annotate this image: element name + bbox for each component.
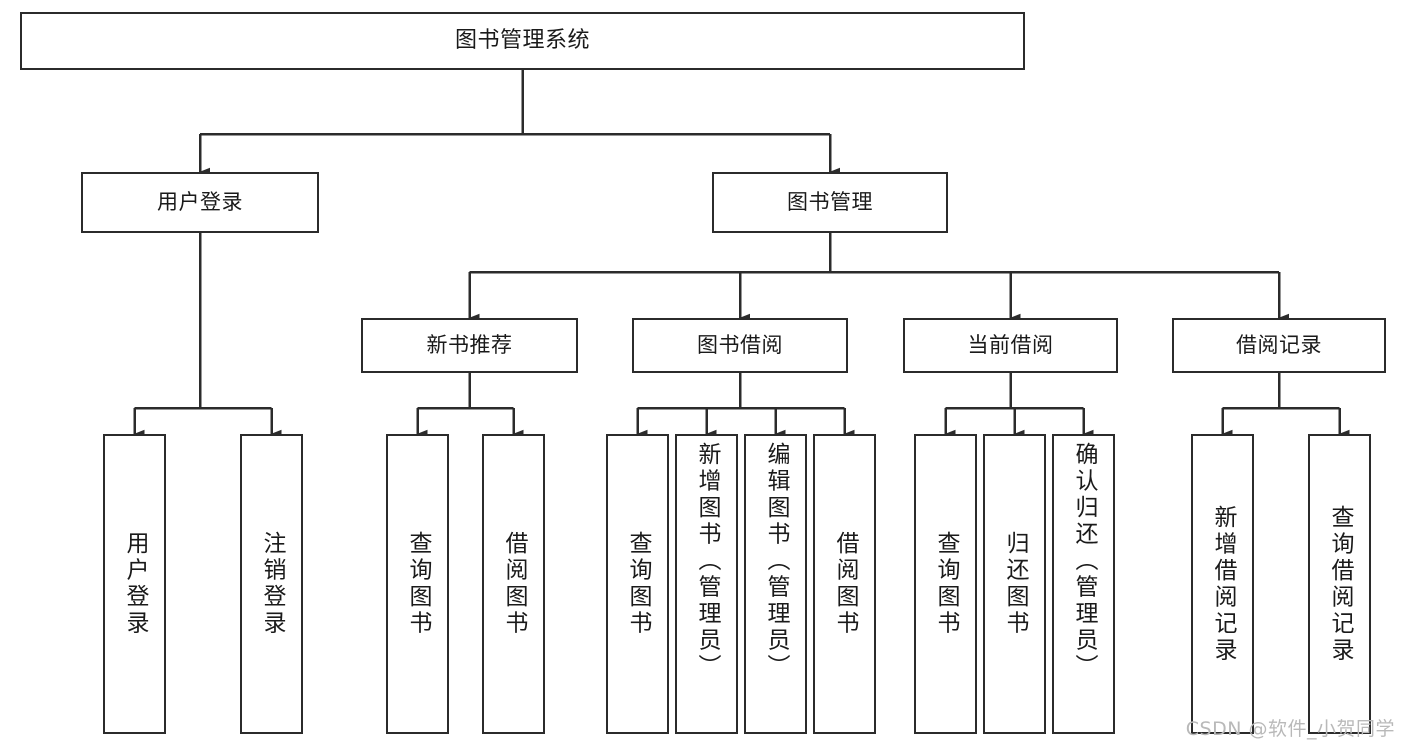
node-root[interactable]: 图书管理系统 bbox=[20, 12, 1025, 70]
node-user-login-module[interactable]: 用户登录 bbox=[81, 172, 319, 233]
leaf-confirm-return-admin[interactable]: 确认归还（管理员） bbox=[1052, 434, 1115, 734]
node-new-book-recommendation-label: 新书推荐 bbox=[426, 333, 513, 358]
node-borrow-records-label: 借阅记录 bbox=[1236, 333, 1322, 358]
leaf-query-books-recommendation[interactable]: 查询图书 bbox=[386, 434, 449, 734]
node-current-borrow-label: 当前借阅 bbox=[967, 333, 1054, 358]
node-book-management-module-label: 图书管理 bbox=[787, 190, 873, 215]
leaf-edit-book-admin-label: 编辑图书（管理员） bbox=[763, 442, 789, 681]
leaf-add-book-admin[interactable]: 新增图书（管理员） bbox=[675, 434, 738, 734]
leaf-query-borrow-record[interactable]: 查询借阅记录 bbox=[1308, 434, 1371, 734]
edge-paths bbox=[133, 70, 1350, 439]
node-current-borrow[interactable]: 当前借阅 bbox=[903, 318, 1118, 373]
leaf-query-books-current[interactable]: 查询图书 bbox=[914, 434, 977, 734]
leaf-query-books-borrow-label: 查询图书 bbox=[625, 531, 651, 637]
leaf-logout[interactable]: 注销登录 bbox=[240, 434, 303, 734]
leaf-query-borrow-record-label: 查询借阅记录 bbox=[1327, 504, 1353, 664]
leaf-query-books-current-label: 查询图书 bbox=[933, 531, 959, 637]
node-book-management-module[interactable]: 图书管理 bbox=[712, 172, 948, 233]
leaf-add-borrow-record[interactable]: 新增借阅记录 bbox=[1191, 434, 1254, 734]
leaf-query-books-recommendation-label: 查询图书 bbox=[405, 531, 431, 637]
leaf-user-login-label: 用户登录 bbox=[122, 531, 148, 637]
leaf-confirm-return-admin-label: 确认归还（管理员） bbox=[1071, 442, 1097, 681]
leaf-borrow-books-label: 借阅图书 bbox=[832, 531, 858, 637]
node-user-login-module-label: 用户登录 bbox=[157, 190, 243, 215]
leaf-borrow-books-recommendation-label: 借阅图书 bbox=[501, 531, 527, 637]
leaf-user-login[interactable]: 用户登录 bbox=[103, 434, 166, 734]
node-new-book-recommendation[interactable]: 新书推荐 bbox=[361, 318, 578, 373]
watermark-text: CSDN @软件_小贺同学 bbox=[1185, 718, 1395, 740]
leaf-borrow-books[interactable]: 借阅图书 bbox=[813, 434, 876, 734]
leaf-edit-book-admin[interactable]: 编辑图书（管理员） bbox=[744, 434, 807, 734]
leaf-add-borrow-record-label: 新增借阅记录 bbox=[1210, 504, 1236, 664]
leaf-query-books-borrow[interactable]: 查询图书 bbox=[606, 434, 669, 734]
leaf-return-books-label: 归还图书 bbox=[1002, 531, 1028, 637]
node-book-borrow-label: 图书借阅 bbox=[697, 333, 783, 358]
leaf-logout-label: 注销登录 bbox=[259, 531, 285, 637]
node-root-label: 图书管理系统 bbox=[454, 28, 590, 54]
leaf-return-books[interactable]: 归还图书 bbox=[983, 434, 1046, 734]
leaf-borrow-books-recommendation[interactable]: 借阅图书 bbox=[482, 434, 545, 734]
node-borrow-records[interactable]: 借阅记录 bbox=[1172, 318, 1386, 373]
leaf-add-book-admin-label: 新增图书（管理员） bbox=[694, 442, 720, 681]
node-book-borrow[interactable]: 图书借阅 bbox=[632, 318, 848, 373]
